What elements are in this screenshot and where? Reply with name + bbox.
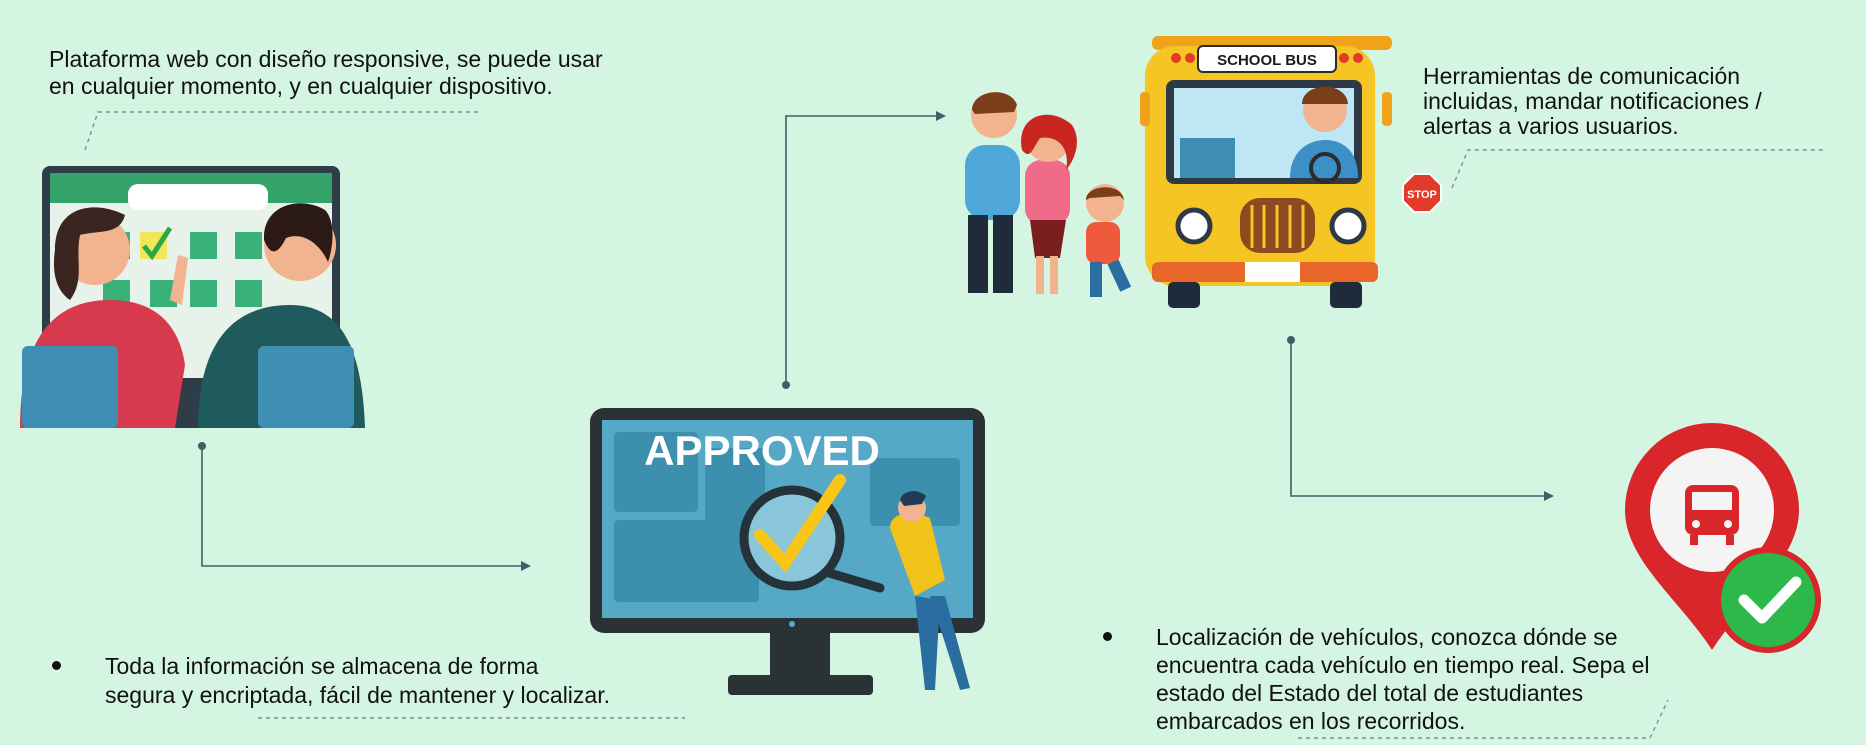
location-text-line-2: encuentra cada vehículo en tiempo real. … [1156,652,1650,678]
communication-text-line-3: alertas a varios usuarios. [1423,113,1679,139]
storage-text: Toda la información se almacena de forma… [105,652,610,710]
communication-text: Herramientas de comunicación incluidas, … [1423,64,1762,139]
communication-text-line-2: incluidas, mandar notificaciones / [1423,88,1762,114]
location-text: Localización de vehículos, conozca dónde… [1156,623,1650,735]
storage-bullet [52,661,61,670]
location-text-line-3: estado del Estado del total de estudiant… [1156,680,1584,706]
responsive-text-line-1: Plataforma web con diseño responsive, se… [49,46,603,72]
connector-dots [198,336,1295,450]
people-at-computer-illustration [20,166,365,428]
green-check-icon [1715,547,1821,653]
connector-arrowheads [521,111,1554,571]
approved-label: APPROVED [644,427,880,474]
location-text-line-4: embarcados en los recorridos. [1156,708,1466,734]
connector-lines [201,115,1548,567]
dashed-accents [84,111,1824,739]
approved-monitor-illustration [590,408,985,695]
storage-text-line-2: segura y encriptada, fácil de mantener y… [105,682,610,708]
communication-text-line-1: Herramientas de comunicación [1423,63,1741,89]
bus-location-pin-icon [1625,423,1799,650]
school-bus-sign: SCHOOL BUS [1217,52,1317,69]
location-bullet [1103,632,1112,641]
responsive-text: Plataforma web con diseño responsive, se… [49,46,603,100]
stop-sign: STOP [1407,189,1437,201]
family-and-school-bus-illustration: SCHOOL BUS STOP [965,36,1442,308]
storage-text-line-1: Toda la información se almacena de forma [105,653,539,679]
responsive-text-line-2: en cualquier momento, y en cualquier dis… [49,73,553,99]
location-text-line-1: Localización de vehículos, conozca dónde… [1156,624,1618,650]
